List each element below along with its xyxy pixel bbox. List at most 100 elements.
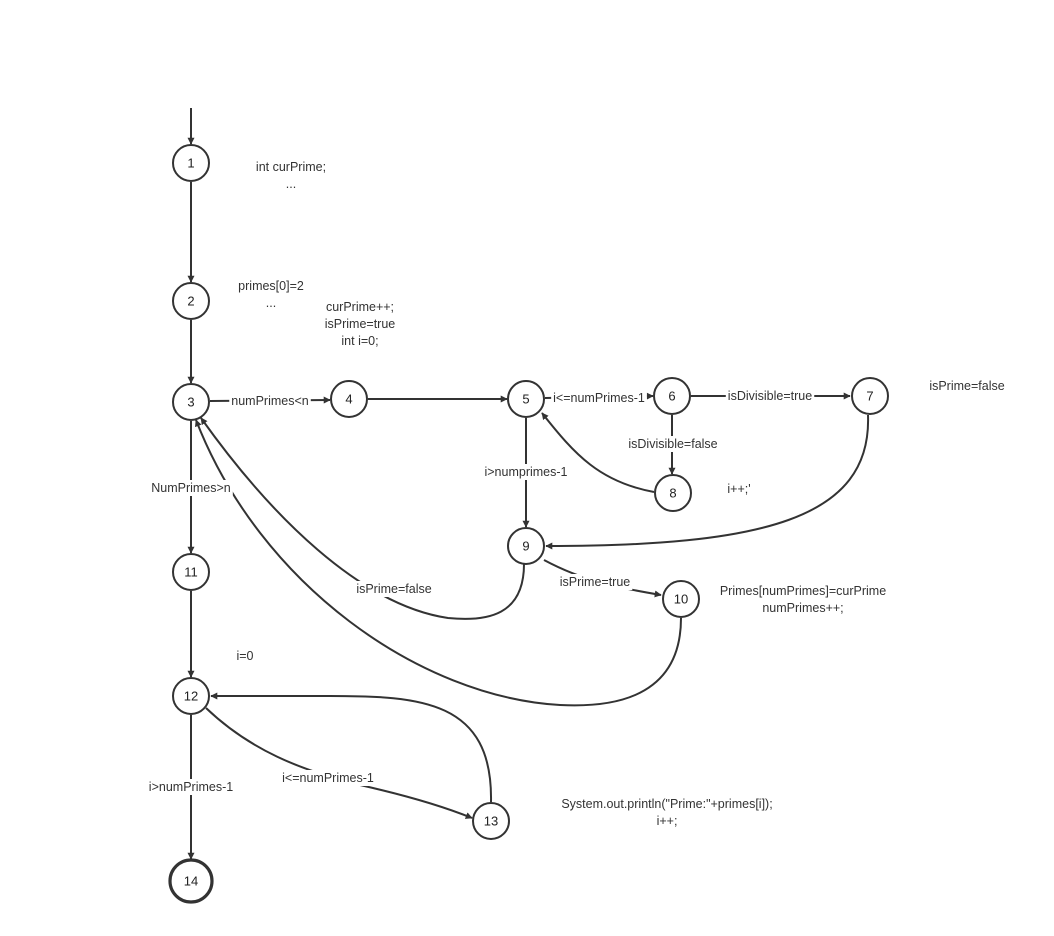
edge-label-text: isPrime=false — [356, 582, 431, 596]
node-circle — [507, 527, 545, 565]
node-label: 8 — [669, 486, 676, 501]
edge-arrow — [195, 419, 682, 707]
annotation-line: i++; — [657, 814, 678, 828]
annotation-line: System.out.println("Prime:"+primes[i]); — [561, 797, 772, 811]
node-1: 1 — [172, 144, 210, 182]
node-circle — [168, 858, 214, 904]
edge-label-bg — [551, 390, 647, 406]
edge-label-e6-7: isDivisible=true — [725, 388, 815, 404]
edge-label-bg — [229, 393, 311, 409]
node-label: 4 — [345, 392, 352, 407]
annotation-line: isPrime=false — [929, 379, 1004, 393]
edge-label-e12-13: i<=numPrimes-1 — [280, 770, 376, 786]
edge-label-e5-9: i>numprimes-1 — [482, 464, 570, 480]
node-label: 9 — [522, 539, 529, 554]
node-circle — [330, 380, 368, 418]
node-4: 4 — [330, 380, 368, 418]
edge-label-e3-4: numPrimes<n — [229, 393, 311, 409]
node-11: 11 — [172, 553, 210, 591]
edge-label-bg — [280, 770, 376, 786]
annotation-line: Primes[numPrimes]=curPrime — [720, 584, 886, 598]
edge-label-text: i>numprimes-1 — [484, 465, 567, 479]
annotation-line: ... — [266, 296, 276, 310]
annotation-n10: Primes[numPrimes]=curPrime numPrimes++; — [720, 584, 886, 615]
node-label: 11 — [184, 565, 198, 580]
edge-label-bg — [354, 581, 434, 597]
annotation-n1: int curPrime;... — [256, 160, 326, 191]
node-label: 5 — [522, 392, 529, 407]
edge-e7-9 — [545, 414, 870, 550]
edge-label-bg — [626, 436, 720, 452]
edge-label-bg — [725, 388, 815, 404]
annotation-line: int curPrime; — [256, 160, 326, 174]
node-circle — [172, 553, 210, 591]
node-circle — [472, 802, 510, 840]
node-5: 5 — [507, 380, 545, 418]
edge-e12-13 — [205, 707, 473, 819]
node-circle — [507, 380, 545, 418]
edge-label-bg — [149, 480, 233, 496]
node-14: 14 — [168, 858, 214, 904]
node-circle — [172, 677, 210, 715]
node-label: 2 — [187, 294, 194, 309]
node-circle — [662, 580, 700, 618]
annotation-line: ... — [286, 177, 296, 191]
annotation-n13: System.out.println("Prime:"+primes[i]); i… — [561, 797, 772, 828]
edge-label-e6-8: isDivisible=false — [626, 436, 720, 452]
edge-arrow — [205, 707, 473, 819]
node-circle — [172, 144, 210, 182]
annotation-n7: isPrime=false — [929, 379, 1004, 393]
annotation-line: isPrime=true — [325, 317, 396, 331]
annotation-line: primes[0]=2 — [238, 279, 304, 293]
edge-arrow — [541, 412, 655, 493]
node-8: 8 — [654, 474, 692, 512]
edge-label-bg — [146, 779, 236, 795]
annotation-n12: i=0 — [236, 649, 253, 663]
node-circle — [653, 377, 691, 415]
node-circle — [172, 282, 210, 320]
edge-label-bg — [482, 464, 570, 480]
node-circle — [654, 474, 692, 512]
edge-label-e9-10: isPrime=true — [557, 574, 633, 590]
edge-label-text: NumPrimes>n — [151, 481, 231, 495]
annotation-n2: primes[0]=2... — [238, 279, 304, 310]
edge-label-text: i>numPrimes-1 — [149, 780, 233, 794]
edge-label-e12-14: i>numPrimes-1 — [146, 779, 236, 795]
node-label: 7 — [866, 389, 873, 404]
node-7: 7 — [851, 377, 889, 415]
edge-label-text: isDivisible=true — [728, 389, 812, 403]
node-13: 13 — [472, 802, 510, 840]
edges-layer — [187, 108, 870, 860]
edge-e10-3 — [195, 419, 682, 707]
node-2: 2 — [172, 282, 210, 320]
edge-arrow — [200, 417, 525, 620]
node-circle — [851, 377, 889, 415]
node-12: 12 — [172, 677, 210, 715]
edge-e9-3 — [200, 417, 525, 620]
edge-label-text: isDivisible=false — [628, 437, 717, 451]
node-label: 13 — [484, 814, 498, 829]
edge-label-bg — [557, 574, 633, 590]
node-label: 3 — [187, 395, 194, 410]
edge-e13-12 — [210, 692, 493, 803]
edge-label-e5-6: i<=numPrimes-1 — [551, 390, 647, 406]
edge-label-text: isPrime=true — [560, 575, 631, 589]
annotation-line: curPrime++; — [326, 300, 394, 314]
node-3: 3 — [172, 383, 210, 421]
edge-label-text: i<=numPrimes-1 — [553, 391, 645, 405]
edge-e8-5 — [541, 412, 655, 493]
node-9: 9 — [507, 527, 545, 565]
edge-labels-layer: numPrimes<n i<=numPrimes-1 isDivisible=tru… — [146, 388, 815, 795]
node-label: 6 — [668, 389, 675, 404]
edge-arrow — [545, 414, 870, 550]
annotation-line: numPrimes++; — [762, 601, 843, 615]
node-label: 1 — [187, 156, 194, 171]
node-label: 12 — [184, 689, 198, 704]
node-10: 10 — [662, 580, 700, 618]
node-label: 14 — [184, 874, 198, 889]
edge-label-text: i<=numPrimes-1 — [282, 771, 374, 785]
annotation-n8: i++;' — [727, 482, 750, 496]
